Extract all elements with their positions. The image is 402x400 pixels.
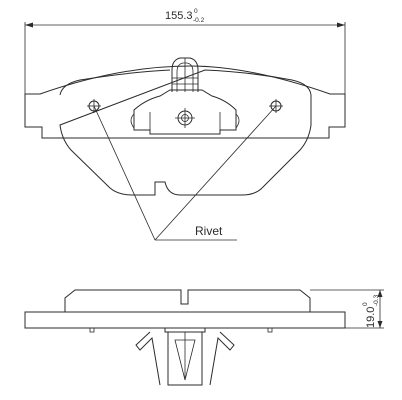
thickness-arrow-bottom xyxy=(377,321,383,328)
rivet-label: Rivet xyxy=(195,224,223,238)
rivet-leader-right xyxy=(154,105,277,241)
thickness-tolerance-lower: -0.3 xyxy=(373,294,380,306)
bracket-tab-right xyxy=(235,113,240,129)
rivet-leader-left xyxy=(93,105,156,241)
width-arrow-right xyxy=(337,22,345,28)
side-clip-body xyxy=(167,332,203,386)
width-tolerance-upper: 0 xyxy=(194,8,198,15)
side-backing-plate xyxy=(24,311,346,329)
width-arrow-left xyxy=(25,22,33,28)
friction-material-outline xyxy=(59,69,312,196)
width-value: 155.3 xyxy=(165,10,193,22)
thickness-value: 19.0 xyxy=(365,307,377,328)
width-tolerance-lower: -0.2 xyxy=(193,17,205,24)
thickness-arrow-top xyxy=(377,290,383,297)
width-dimension: 155.3 0 -0.2 xyxy=(24,8,346,94)
center-bracket xyxy=(130,89,240,135)
retaining-clip-top xyxy=(171,57,199,92)
side-clip-right-arm xyxy=(209,331,235,386)
side-pin-right xyxy=(267,327,273,333)
side-friction-layer xyxy=(64,289,311,312)
side-view xyxy=(24,289,346,386)
thickness-tolerance-upper: 0 xyxy=(362,302,369,306)
rivet-callout: Rivet xyxy=(93,105,277,241)
side-pin-left xyxy=(89,327,95,333)
side-clip-left-arm xyxy=(135,331,161,386)
thickness-dimension: 19.0 0 -0.3 xyxy=(310,289,384,329)
side-clip xyxy=(164,328,206,333)
bracket-tab-left xyxy=(130,113,135,129)
